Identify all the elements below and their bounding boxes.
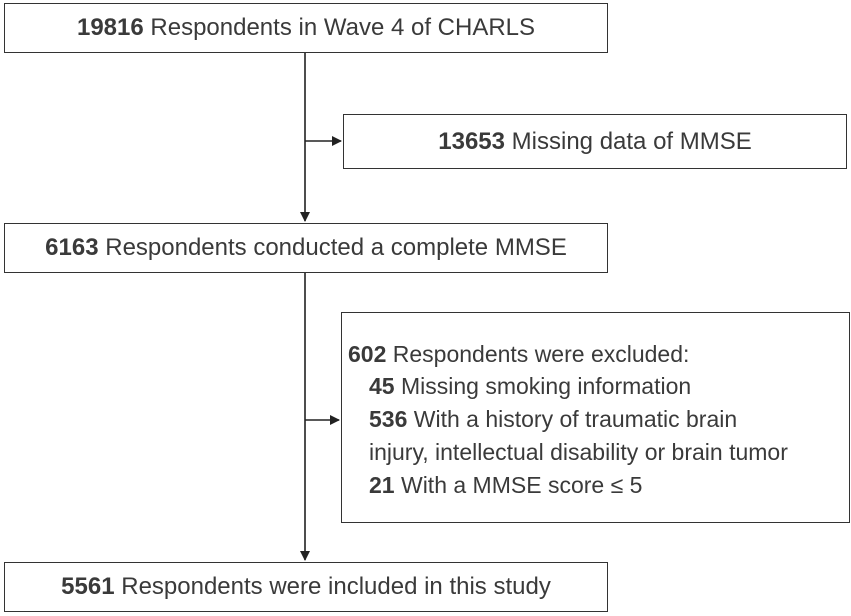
- wave4-label: Respondents in Wave 4 of CHARLS: [143, 14, 536, 41]
- excluded-label: Respondents were excluded:: [386, 341, 690, 367]
- missing-mmse-box: 13653 Missing data of MMSE: [343, 114, 847, 169]
- missing-mmse-count: 13653: [438, 127, 505, 155]
- included-label: Respondents were included in this study: [114, 573, 551, 600]
- wave4-box: 19816 Respondents in Wave 4 of CHARLS: [4, 3, 608, 53]
- excluded-item-brain-continued: injury, intellectual disability or brain…: [369, 439, 788, 466]
- missing-mmse-label: Missing data of MMSE: [505, 127, 752, 155]
- excluded-box: 602 Respondents were excluded: 45 Missin…: [341, 312, 850, 523]
- included-box: 5561 Respondents were included in this s…: [4, 562, 608, 612]
- excluded-item-count: 45: [369, 373, 395, 399]
- excluded-header: 602 Respondents were excluded:: [348, 341, 689, 368]
- excluded-count: 602: [348, 341, 387, 367]
- excluded-item-count: 536: [369, 406, 408, 432]
- excluded-item-smoking: 45 Missing smoking information: [369, 373, 691, 400]
- excluded-item-label: Missing smoking information: [394, 373, 692, 399]
- excluded-item-label: With a history of traumatic brain: [407, 406, 738, 432]
- excluded-item-mmse-score: 21 With a MMSE score ≤ 5: [369, 472, 642, 499]
- wave4-count: 19816: [76, 14, 144, 41]
- complete-mmse-count: 6163: [45, 234, 99, 261]
- excluded-item-label: With a MMSE score ≤ 5: [394, 472, 643, 498]
- included-count: 5561: [61, 573, 115, 600]
- excluded-item-count: 21: [369, 472, 395, 498]
- excluded-item-brain: 536 With a history of traumatic brain: [369, 406, 737, 433]
- complete-mmse-label: Respondents conducted a complete MMSE: [98, 234, 567, 261]
- complete-mmse-box: 6163 Respondents conducted a complete MM…: [4, 223, 608, 273]
- excluded-item-label: injury, intellectual disability or brain…: [369, 439, 788, 465]
